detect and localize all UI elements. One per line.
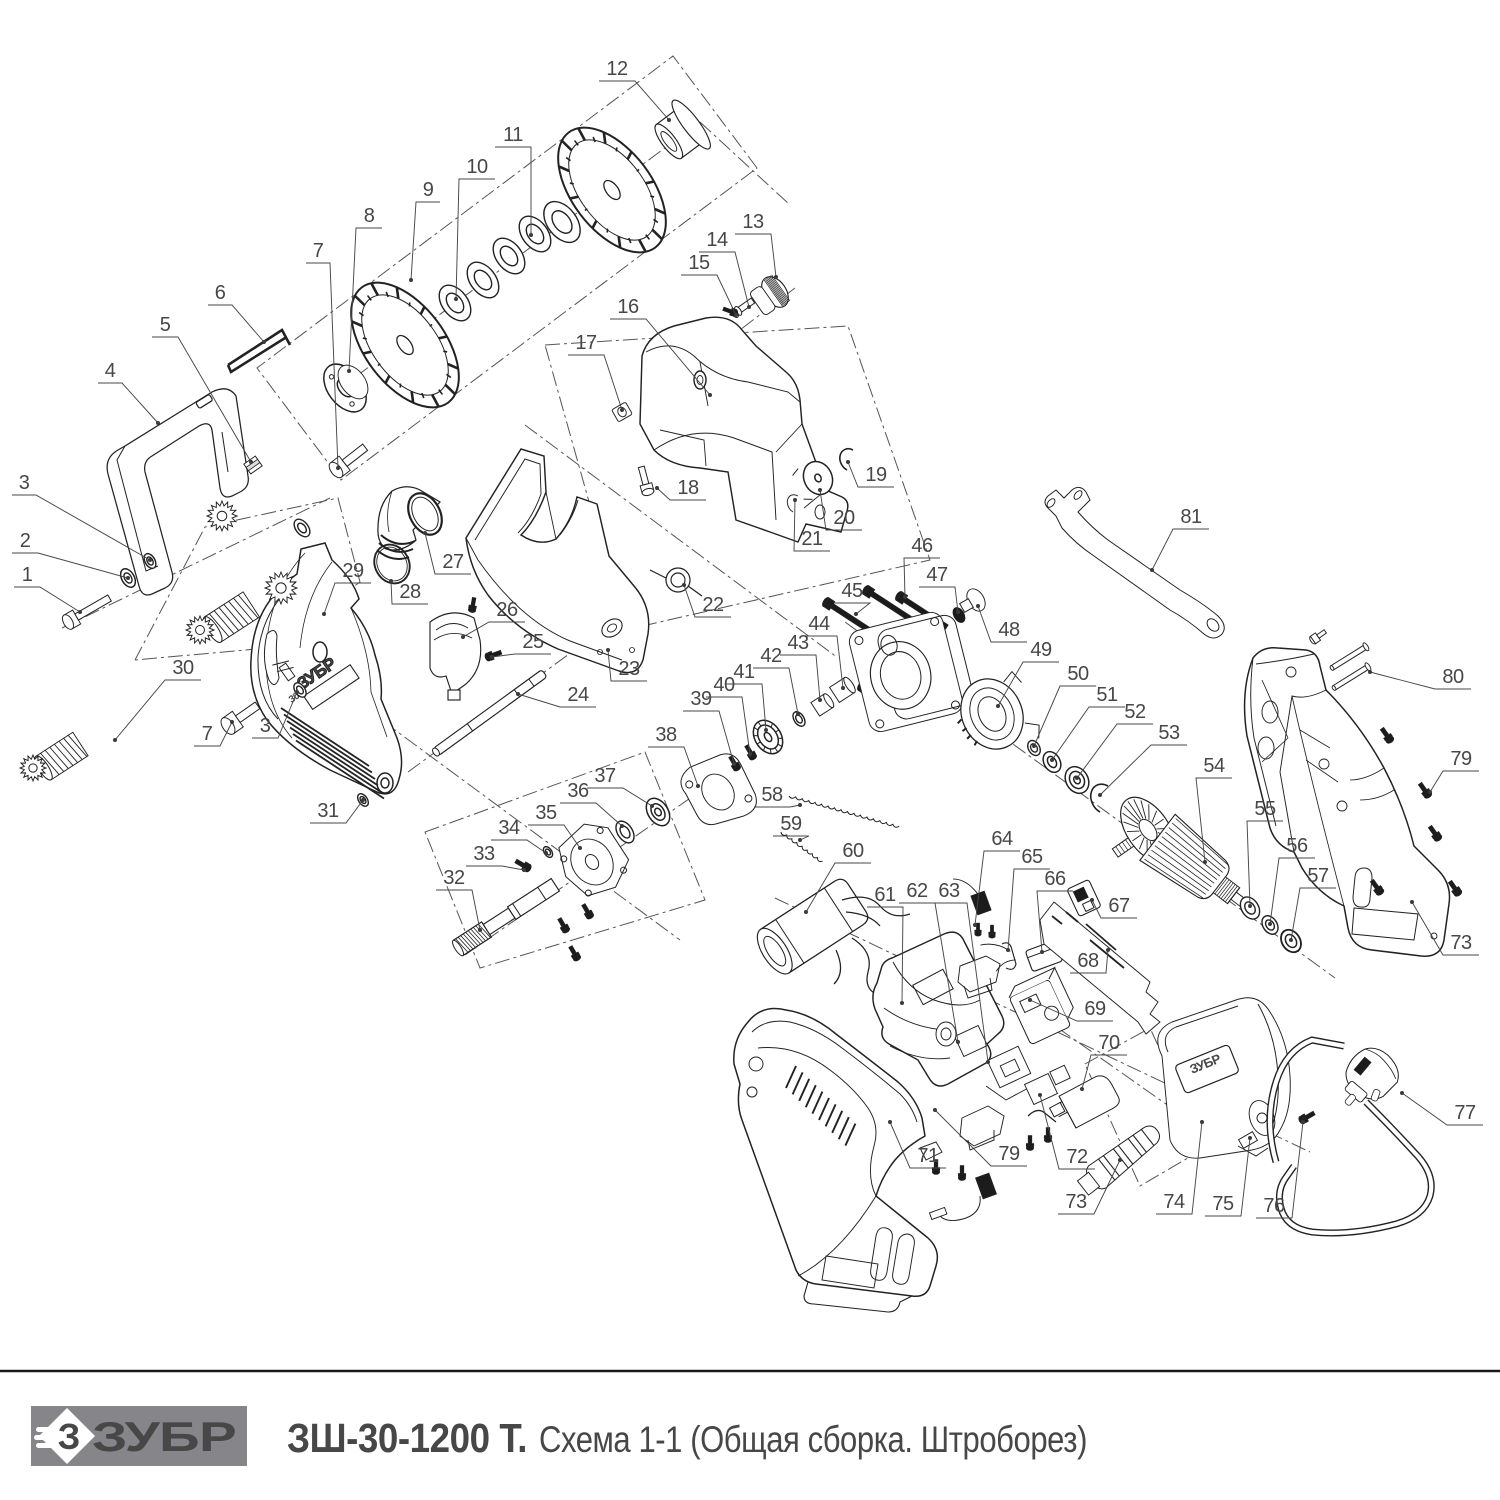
svg-text:25: 25 xyxy=(522,631,544,653)
svg-text:79: 79 xyxy=(1450,748,1472,770)
svg-text:15: 15 xyxy=(688,252,710,274)
svg-text:58: 58 xyxy=(761,784,783,806)
svg-text:71: 71 xyxy=(917,1145,939,1167)
svg-text:68: 68 xyxy=(1077,950,1099,972)
svg-text:10: 10 xyxy=(466,156,488,178)
svg-text:48: 48 xyxy=(998,619,1020,641)
svg-text:Схема 1-1 (Общая сборка. Штроб: Схема 1-1 (Общая сборка. Штроборез) xyxy=(539,1419,1087,1460)
svg-text:70: 70 xyxy=(1098,1032,1120,1054)
svg-text:26: 26 xyxy=(496,599,518,621)
svg-text:67: 67 xyxy=(1108,895,1130,917)
svg-text:57: 57 xyxy=(1307,865,1329,887)
svg-text:64: 64 xyxy=(991,828,1013,850)
svg-text:12: 12 xyxy=(606,58,628,80)
svg-text:76: 76 xyxy=(1263,1195,1285,1217)
svg-text:42: 42 xyxy=(760,645,782,667)
svg-text:17: 17 xyxy=(575,332,597,354)
svg-text:19: 19 xyxy=(865,464,887,486)
svg-text:32: 32 xyxy=(443,867,465,889)
svg-text:24: 24 xyxy=(567,684,589,706)
svg-text:37: 37 xyxy=(594,765,616,787)
svg-text:1: 1 xyxy=(22,564,33,586)
svg-text:14: 14 xyxy=(706,229,728,251)
svg-text:66: 66 xyxy=(1044,868,1066,890)
svg-text:6: 6 xyxy=(215,282,226,304)
svg-text:16: 16 xyxy=(617,296,639,318)
svg-text:50: 50 xyxy=(1067,663,1089,685)
svg-text:18: 18 xyxy=(677,477,699,499)
svg-text:80: 80 xyxy=(1442,666,1464,688)
svg-text:23: 23 xyxy=(618,658,640,680)
svg-text:60: 60 xyxy=(842,840,864,862)
svg-text:21: 21 xyxy=(801,528,823,550)
svg-text:З: З xyxy=(58,1416,81,1457)
svg-text:51: 51 xyxy=(1096,684,1118,706)
svg-text:40: 40 xyxy=(713,674,735,696)
svg-text:2: 2 xyxy=(20,530,31,552)
svg-text:72: 72 xyxy=(1066,1146,1088,1168)
svg-text:27: 27 xyxy=(442,551,464,573)
svg-text:77: 77 xyxy=(1454,1102,1476,1124)
svg-text:55: 55 xyxy=(1254,798,1276,820)
svg-text:22: 22 xyxy=(702,594,724,616)
svg-text:20: 20 xyxy=(833,507,855,529)
svg-text:46: 46 xyxy=(911,535,933,557)
svg-text:53: 53 xyxy=(1158,722,1180,744)
svg-text:3: 3 xyxy=(19,472,30,494)
svg-text:69: 69 xyxy=(1084,998,1106,1020)
svg-text:36: 36 xyxy=(567,780,589,802)
svg-text:35: 35 xyxy=(535,802,557,824)
svg-text:44: 44 xyxy=(808,613,830,635)
svg-text:75: 75 xyxy=(1212,1193,1234,1215)
svg-text:74: 74 xyxy=(1163,1191,1185,1213)
svg-text:54: 54 xyxy=(1203,755,1225,777)
svg-text:11: 11 xyxy=(503,124,523,146)
svg-text:34: 34 xyxy=(498,817,520,839)
svg-text:13: 13 xyxy=(742,211,764,233)
svg-text:4: 4 xyxy=(105,360,116,382)
svg-text:52: 52 xyxy=(1124,701,1146,723)
svg-text:49: 49 xyxy=(1030,639,1052,661)
svg-text:ЗШ-30-1200 Т.: ЗШ-30-1200 Т. xyxy=(287,1415,527,1461)
svg-text:30: 30 xyxy=(172,657,194,679)
svg-text:73: 73 xyxy=(1450,932,1472,954)
svg-text:9: 9 xyxy=(423,179,434,201)
svg-text:65: 65 xyxy=(1021,846,1043,868)
svg-text:62: 62 xyxy=(906,880,928,902)
svg-text:38: 38 xyxy=(655,724,677,746)
svg-text:3: 3 xyxy=(260,715,271,737)
svg-text:ЗУБР: ЗУБР xyxy=(92,1413,236,1460)
svg-text:8: 8 xyxy=(364,205,375,227)
svg-text:39: 39 xyxy=(690,688,712,710)
svg-text:56: 56 xyxy=(1286,835,1308,857)
svg-text:63: 63 xyxy=(938,880,960,902)
svg-text:61: 61 xyxy=(874,884,896,906)
svg-text:47: 47 xyxy=(926,564,948,586)
svg-text:79: 79 xyxy=(998,1143,1020,1165)
svg-text:43: 43 xyxy=(787,632,809,654)
svg-text:81: 81 xyxy=(1180,506,1202,528)
svg-text:29: 29 xyxy=(342,560,364,582)
svg-text:73: 73 xyxy=(1065,1191,1087,1213)
svg-text:31: 31 xyxy=(317,800,339,822)
svg-text:28: 28 xyxy=(399,581,421,603)
svg-text:7: 7 xyxy=(313,240,324,262)
svg-text:59: 59 xyxy=(780,813,802,835)
svg-text:45: 45 xyxy=(841,580,863,602)
svg-text:5: 5 xyxy=(160,314,171,336)
svg-text:33: 33 xyxy=(473,843,495,865)
svg-text:41: 41 xyxy=(733,661,755,683)
svg-text:7: 7 xyxy=(202,723,213,745)
